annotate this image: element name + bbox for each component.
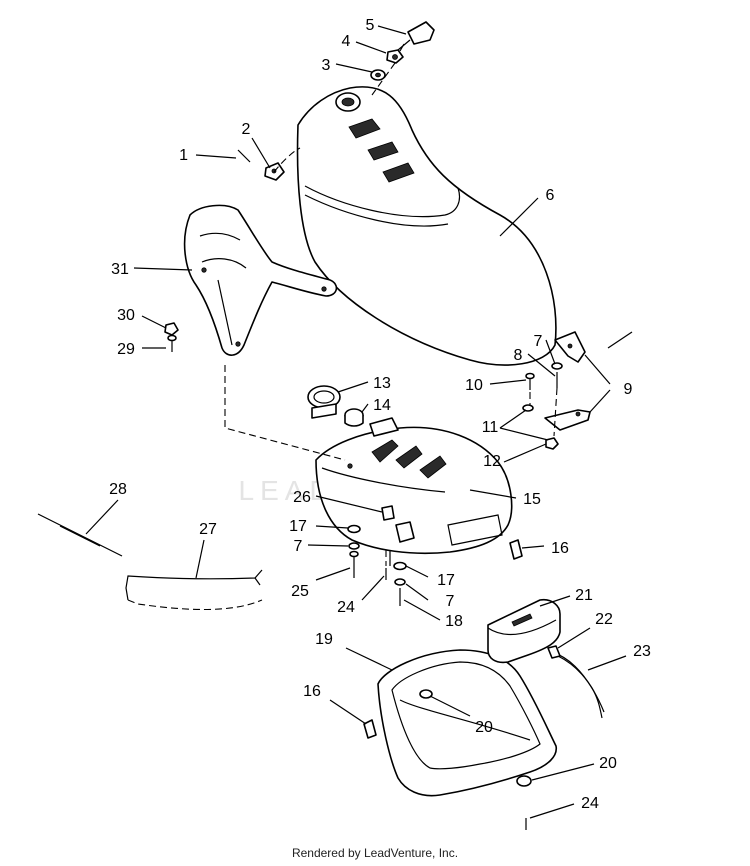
callout-14: 14 <box>373 397 391 414</box>
throttle-rod-part[interactable] <box>125 569 263 601</box>
footer-credit: Rendered by LeadVenture, Inc. <box>291 846 459 860</box>
callout-27: 27 <box>199 521 217 538</box>
vent-hose-upper-part[interactable] <box>509 539 523 560</box>
callout-7-left: 7 <box>294 538 303 555</box>
callout-9: 9 <box>624 381 633 398</box>
seat-part[interactable] <box>296 86 557 366</box>
callout-18: 18 <box>445 613 463 630</box>
hinge-bracket-lower-part[interactable] <box>544 409 591 431</box>
callout-7-hinge: 7 <box>534 333 543 350</box>
battery-part[interactable] <box>487 598 561 664</box>
vent-hose-lower-part[interactable] <box>363 719 377 739</box>
callout-6: 6 <box>546 187 555 204</box>
callout-5: 5 <box>366 17 375 34</box>
filler-gasket-part[interactable] <box>344 408 364 427</box>
tank-strap-bolt-part[interactable] <box>381 505 415 566</box>
callout-15: 15 <box>523 491 541 508</box>
callout-29: 29 <box>117 341 135 358</box>
callout-23: 23 <box>633 643 651 660</box>
callout-22: 22 <box>595 611 613 628</box>
callout-labels: 1 2 3 4 5 6 7 7 7 8 9 10 11 12 13 14 15 … <box>109 17 651 812</box>
callout-12: 12 <box>483 453 501 470</box>
callout-20-inner: 20 <box>475 719 493 736</box>
callout-31: 31 <box>111 261 129 278</box>
seat-nut-part[interactable] <box>386 49 404 64</box>
battery-vent-hose-part[interactable] <box>547 645 605 713</box>
callout-13: 13 <box>373 375 391 392</box>
hinge-hardware-part[interactable] <box>522 362 563 450</box>
callout-11: 11 <box>482 419 499 436</box>
hinge-bracket-upper-part[interactable] <box>554 331 586 363</box>
battery-strap-part[interactable] <box>551 651 603 719</box>
battery-box-part[interactable] <box>377 649 557 797</box>
pin-part[interactable] <box>237 149 251 163</box>
tank-left-hardware-part[interactable] <box>347 524 361 579</box>
bracket-nut-part[interactable] <box>164 322 179 336</box>
callout-17-left: 17 <box>289 518 307 535</box>
callout-17-right: 17 <box>437 572 455 589</box>
callout-30: 30 <box>117 307 135 324</box>
callout-24-upper: 24 <box>337 599 355 616</box>
callout-20-outer: 20 <box>599 755 617 772</box>
callout-19: 19 <box>315 631 333 648</box>
bracket-bolt-part[interactable] <box>167 334 177 353</box>
leader-lines <box>85 25 627 819</box>
callout-21: 21 <box>575 587 593 604</box>
callout-4: 4 <box>342 33 351 50</box>
callout-10: 10 <box>465 377 483 394</box>
callout-1: 1 <box>179 147 188 164</box>
callout-26: 26 <box>293 489 311 506</box>
callout-16-upper: 16 <box>551 540 569 557</box>
callout-7-right: 7 <box>446 593 455 610</box>
seat-knob-part[interactable] <box>397 21 435 52</box>
callout-28: 28 <box>109 481 127 498</box>
callout-8: 8 <box>514 347 523 364</box>
callout-24-lower: 24 <box>581 795 599 812</box>
seat-washer-part[interactable] <box>370 69 386 81</box>
callout-25: 25 <box>291 583 309 600</box>
throttle-cable-part[interactable] <box>37 513 123 557</box>
fuel-tank-part[interactable] <box>315 417 513 555</box>
filler-cap-part[interactable] <box>307 385 341 419</box>
assembly-lines <box>127 62 558 611</box>
callout-2: 2 <box>242 121 251 138</box>
callout-3: 3 <box>322 57 331 74</box>
callout-16-lower: 16 <box>303 683 321 700</box>
hinge-pin-part[interactable] <box>607 331 633 349</box>
rear-bracket-part[interactable] <box>183 204 338 356</box>
tank-right-hardware-part[interactable] <box>393 561 407 607</box>
